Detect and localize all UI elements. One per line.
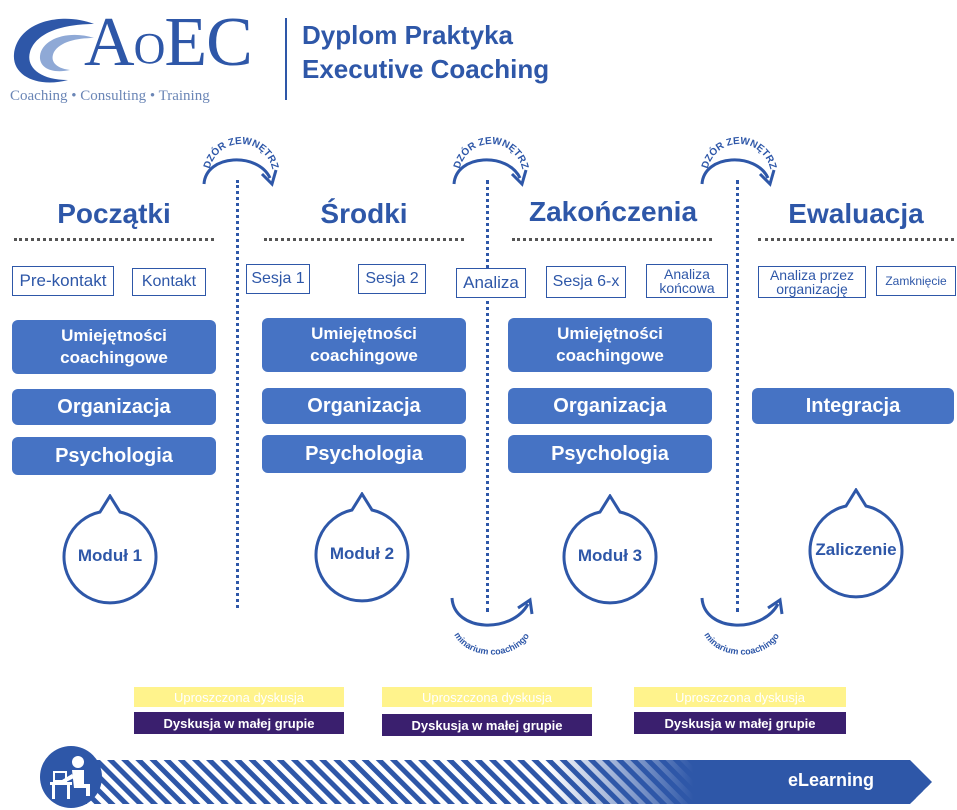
module-bubble-1 [62,494,158,605]
elearning-arrow [80,760,932,804]
svg-text:Seminarium coachingowe: Seminarium coachingowe [444,588,531,657]
topic-integration: Integracja [752,388,954,424]
module-bubble-2 [314,492,410,603]
page-title-line2: Executive Coaching [302,54,550,84]
svg-text:NADZÓR ZEWNĘTRZNY: NADZÓR ZEWNĘTRZNY [446,118,530,170]
supervision-label-1: NADZÓR ZEWNĘTRZNY [196,118,280,170]
svg-text:Seminarium coachingowe: Seminarium coachingowe [694,588,781,657]
small-group-discussion-1: Dyskusja w małej grupie [134,712,344,734]
svg-text:NADZÓR ZEWNĘTRZNY: NADZÓR ZEWNĘTRZNY [196,118,280,170]
completion-label: Zaliczenie [815,540,897,559]
topic-organization-3: Organizacja [508,388,712,424]
topic-coaching-skills-2: Umiejętności coachingowe [262,318,466,372]
topic-psychology-1: Psychologia [12,437,216,475]
logo-letters-ec: EC [164,4,252,81]
simplified-discussion-3: Uproszczona dyskusja [634,687,846,707]
logo-tagline: Coaching • Consulting • Training [10,88,210,104]
supervision-label-2: NADZÓR ZEWNĘTRZNY [446,118,530,170]
small-group-discussion-2: Dyskusja w małej grupie [382,714,592,736]
supervision-arc-1: NADZÓR ZEWNĘTRZNY [196,118,280,187]
module-bubble-3 [562,494,658,605]
phase-underline-4 [758,238,954,241]
svg-text:NADZÓR ZEWNĘTRZNY: NADZÓR ZEWNĘTRZNY [694,118,778,170]
logo-wordmark: AOEC [84,8,253,78]
logo-letter-o: O [133,24,166,73]
module-label-3: Moduł 3 [577,546,643,565]
session-final-analysis: Analiza końcowa [646,264,728,298]
topic-coaching-skills-3: Umiejętności coachingowe [508,318,712,372]
logo-swoosh-icon [13,18,94,83]
elearning-label: eLearning [788,770,875,790]
topic-psychology-2: Psychologia [262,435,466,473]
phase-heading-1: Początki [57,198,171,229]
phase-separator-1 [236,180,239,608]
seminar-label-1: Seminarium coachingowe [444,588,531,657]
session-closing: Zamknięcie [876,266,956,296]
phase-heading-2: Środki [320,198,408,229]
session-1: Sesja 1 [246,264,310,294]
session-contact: Kontakt [132,268,206,296]
module-label-1: Moduł 1 [77,546,143,565]
module-label-2: Moduł 2 [329,544,395,563]
small-group-discussion-3: Dyskusja w małej grupie [634,712,846,734]
learner-desk-icon [40,746,102,808]
logo-letter-a: A [84,4,135,81]
supervision-label-3: NADZÓR ZEWNĘTRZNY [694,118,778,170]
seminar-arc-2: Seminarium coachingowe [694,588,784,657]
session-2: Sesja 2 [358,264,426,294]
session-6-x: Sesja 6-x [546,266,626,298]
session-org-analysis: Analiza przez organizację [758,266,866,298]
header-divider [285,18,287,100]
page-title-line1: Dyplom Praktyka [302,20,513,50]
phase-heading-3: Zakończenia [528,196,698,227]
topic-organization-2: Organizacja [262,388,466,424]
phase-separator-3 [736,180,739,612]
supervision-arc-3: NADZÓR ZEWNĘTRZNY [694,118,778,187]
session-analysis: Analiza [456,268,526,298]
topic-coaching-skills-1: Umiejętności coachingowe [12,320,216,374]
phase-heading-4: Ewaluacja [788,198,924,229]
completion-bubble [808,488,904,599]
supervision-arc-2: NADZÓR ZEWNĘTRZNY [446,118,530,187]
seminar-label-2: Seminarium coachingowe [694,588,781,657]
phase-underline-1 [14,238,214,241]
session-pre-contact: Pre-kontakt [12,266,114,296]
seminar-arc-1: Seminarium coachingowe [444,588,534,657]
topic-psychology-3: Psychologia [508,435,712,473]
simplified-discussion-1: Uproszczona dyskusja [134,687,344,707]
phase-underline-3 [512,238,712,241]
phase-separator-2 [486,180,489,612]
topic-organization-1: Organizacja [12,389,216,425]
simplified-discussion-2: Uproszczona dyskusja [382,687,592,707]
phase-underline-2 [264,238,464,241]
